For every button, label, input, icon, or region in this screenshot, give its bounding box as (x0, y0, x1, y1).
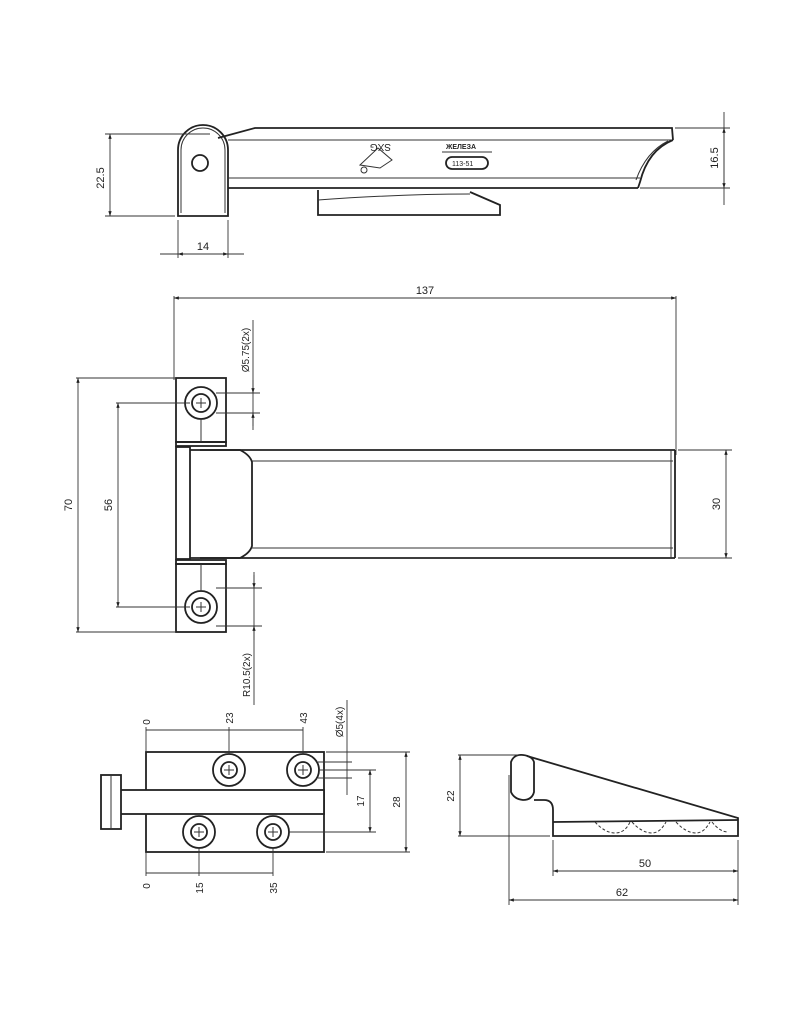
corner-radius-dim: R10.5(2x) (242, 653, 253, 697)
hole-diameter-dim: Ø5.75(2x) (241, 328, 252, 372)
mount-hole-icon (182, 815, 216, 849)
side-height-dim: 22.5 (95, 167, 107, 188)
side-view: SXG ЖЕЛЕЗА 113-51 22.5 14 16.5 (95, 112, 730, 258)
hole-offset-dim: 17 (356, 795, 367, 807)
plate-hole-diameter-dim: Ø5(4x) (335, 707, 346, 738)
svg-text:SXG: SXG (370, 141, 391, 152)
top-origin-dim: 0 (142, 719, 153, 725)
plate-height-dim: 28 (392, 796, 403, 808)
overall-height-dim: 70 (63, 499, 75, 511)
tip-height-dim: 16.5 (709, 147, 721, 168)
sxg-logo: SXG (358, 141, 393, 174)
top-view: 137 70 56 (63, 285, 732, 705)
bottom-hole1-dim: 15 (195, 882, 206, 894)
mount-hole-icon (212, 753, 246, 787)
wedge-view: 22 50 62 (446, 753, 739, 905)
svg-text:113-51: 113-51 (452, 161, 473, 168)
pivot-hole-icon (191, 154, 209, 172)
brand-label: ЖЕЛЕЗА 113-51 (442, 144, 492, 170)
bottom-origin-dim: 0 (142, 883, 153, 889)
svg-text:ЖЕЛЕЗА: ЖЕЛЕЗА (445, 144, 476, 151)
mount-hole-icon (256, 815, 290, 849)
top-hole1-dim: 23 (225, 712, 236, 724)
hole-spacing-dim: 56 (103, 499, 115, 511)
arm-width-dim: 30 (711, 498, 723, 510)
wedge-length-dim: 62 (616, 887, 628, 899)
wedge-height-dim: 22 (446, 790, 457, 802)
knuckle-width-dim: 14 (197, 241, 209, 253)
length-dim: 137 (416, 285, 434, 297)
plate-view: 0 23 43 0 15 35 Ø5(4x) 17 28 (100, 700, 410, 894)
mount-hole-icon (286, 753, 320, 787)
bottom-hole2-dim: 35 (269, 882, 280, 894)
wedge-base-dim: 50 (639, 858, 651, 870)
top-hole2-dim: 43 (299, 712, 310, 724)
